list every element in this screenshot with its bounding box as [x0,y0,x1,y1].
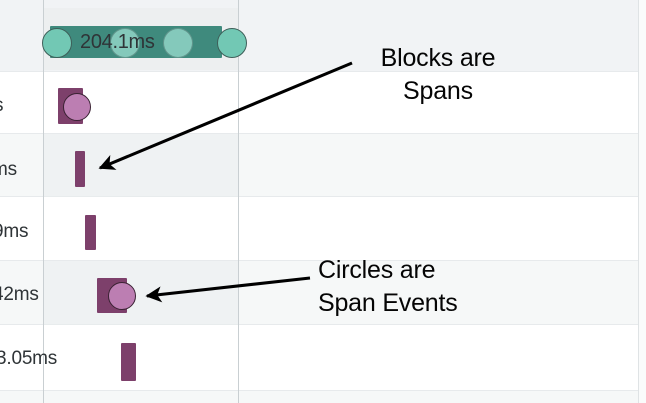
row-divider [0,390,638,391]
annotation-1-line-1: Blocks are [380,44,496,72]
root-span-duration-label: 204.1ms [80,31,155,53]
root-span-event-2[interactable] [110,28,140,58]
root-span-event-1[interactable] [42,28,72,58]
row-divider [0,324,638,325]
row-divider [0,260,638,261]
span-event-2[interactable] [108,282,136,310]
chart-column-band-4 [44,261,238,325]
span-block-2[interactable] [75,151,85,187]
row-band-5 [0,325,638,391]
span-block-3[interactable] [85,215,96,250]
timeline-panel-divider [238,0,239,403]
arrow-blocks-are-spans [98,61,353,170]
root-span-event-4[interactable] [217,28,247,58]
row-divider [0,196,638,197]
annotation-blocks-are-spans: Blocks are Spans [358,42,518,107]
row-divider [0,133,638,134]
row-duration-label-1: s [0,95,4,117]
row-duration-label-4: 42ms [0,284,39,305]
row-duration-label-5: 3.05ms [0,348,58,369]
vertical-scrollbar-edge [638,0,639,403]
annotation-1-line-2: Spans [403,76,473,105]
annotation-circles-are-span-events: Circles are Span Events [318,254,548,319]
span-block-5[interactable] [121,343,136,381]
root-span-event-3[interactable] [163,28,193,58]
row-divider [0,71,638,72]
row-band-1 [0,72,638,134]
row-duration-label-2: ms [0,159,17,180]
span-event-1[interactable] [63,93,91,121]
row-band-6 [0,391,638,403]
row-band-3 [0,197,638,261]
timeline-start-guide [43,0,44,403]
row-duration-label-3: 9ms [0,221,29,242]
annotation-2-line-1: Circles are [318,256,436,284]
vertical-scrollbar-track[interactable] [639,0,646,403]
arrow-circles-are-span-events [145,276,311,303]
annotation-2-line-2: Span Events [318,288,458,317]
